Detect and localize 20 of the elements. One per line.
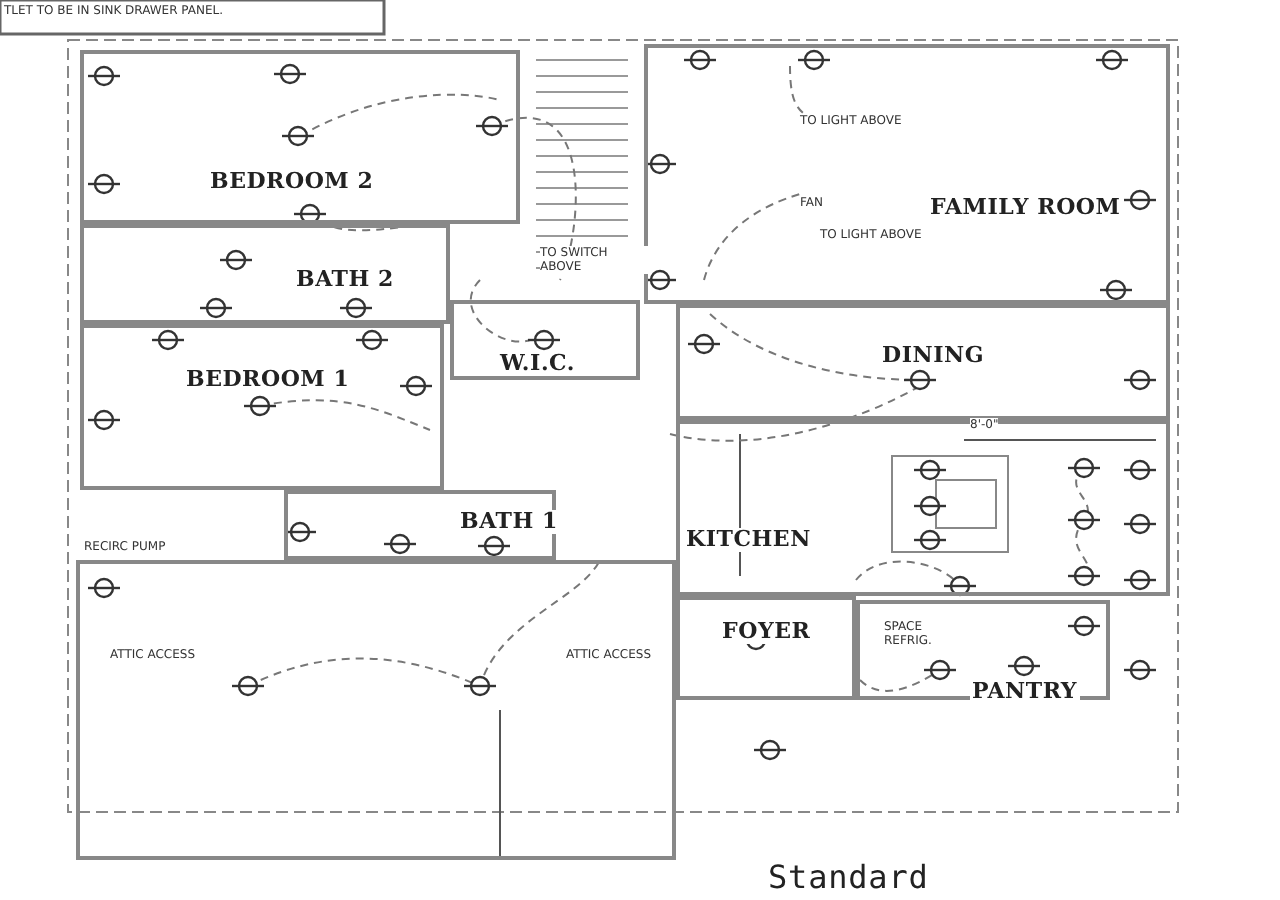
room-label: FOYER <box>720 620 813 644</box>
room-outline <box>80 224 450 324</box>
room-outline <box>676 420 1170 596</box>
room-label: DINING <box>880 344 986 368</box>
room-label: FAMILY ROOM <box>928 196 1123 220</box>
room-outline <box>284 490 556 560</box>
room-label: BEDROOM 2 <box>208 170 376 194</box>
room-label: BATH 1 <box>458 510 560 534</box>
room-outline <box>676 596 856 700</box>
room-label: PANTRY <box>970 680 1080 704</box>
room-outline <box>80 50 520 224</box>
room-label: BEDROOM 1 <box>184 368 352 392</box>
room-outline <box>76 560 676 860</box>
room-label: KITCHEN <box>684 528 813 552</box>
title: Standard <box>768 856 929 900</box>
room-outline <box>676 304 1170 420</box>
room-outline <box>80 324 444 490</box>
room-label: W.I.C. <box>498 352 577 376</box>
room-label: BATH 2 <box>294 268 396 292</box>
room-outline <box>450 300 640 380</box>
